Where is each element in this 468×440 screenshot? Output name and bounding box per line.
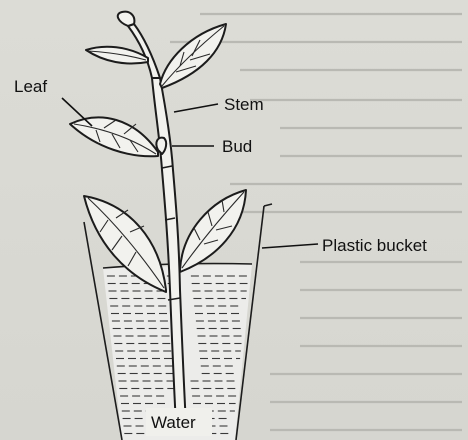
leaf-top-right <box>160 24 226 88</box>
bud-label: Bud <box>222 137 252 156</box>
leaf-lower-right <box>180 190 246 272</box>
bucket-leader-line <box>262 244 318 248</box>
leaf-top-left <box>86 47 148 64</box>
leaf-label: Leaf <box>14 77 47 96</box>
stem-label: Stem <box>224 95 264 114</box>
bucket-label: Plastic bucket <box>322 236 427 255</box>
leaf-middle-left <box>70 117 158 156</box>
stem-leader-line <box>174 104 218 112</box>
water-label: Water <box>151 413 196 432</box>
